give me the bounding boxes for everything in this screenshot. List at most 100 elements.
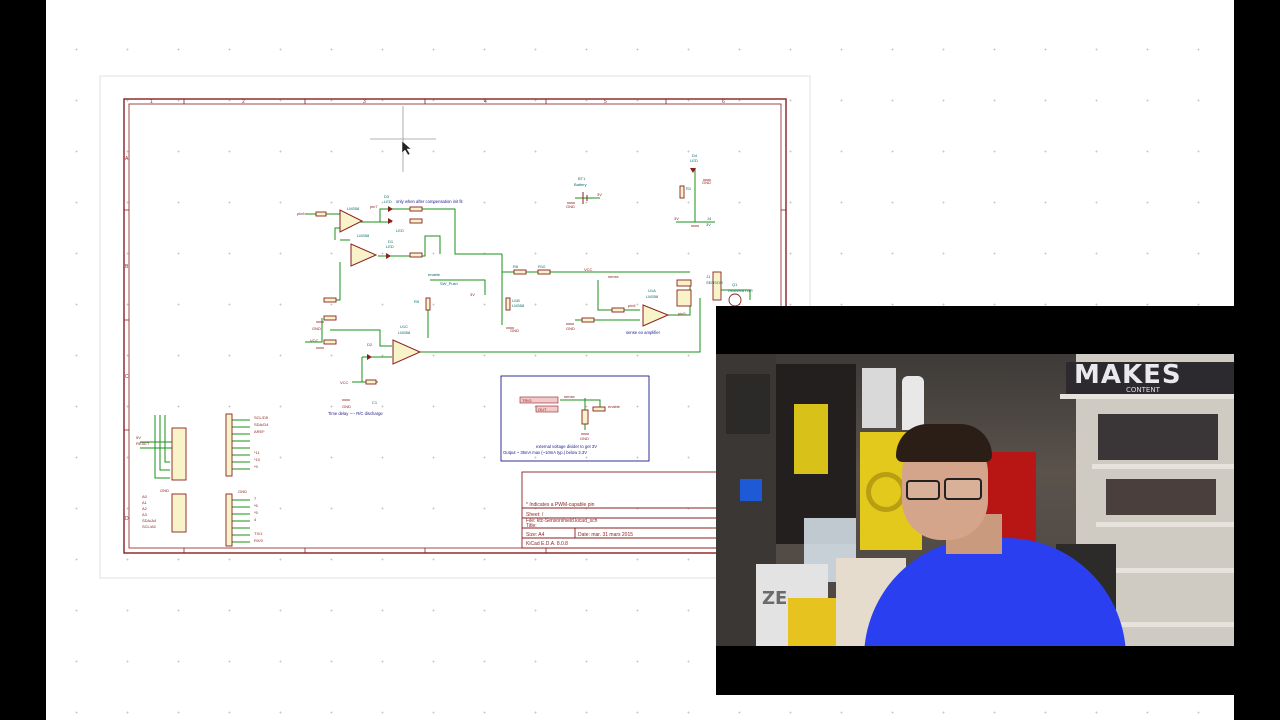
svg-text:5V: 5V xyxy=(136,435,141,440)
svg-text:D1: D1 xyxy=(388,239,394,244)
svg-text:D3: D3 xyxy=(384,194,390,199)
title-block-kicad: KiCad E.D.A. 8.0.8 xyxy=(526,541,568,547)
svg-text:LM358: LM358 xyxy=(398,330,411,335)
title-block-sheet: Sheet: / xyxy=(526,512,544,518)
svg-text:A3: A3 xyxy=(142,512,148,517)
svg-text:*9: *9 xyxy=(254,464,259,469)
svg-text:SENSOR: SENSOR xyxy=(706,280,723,285)
svg-text:LED: LED xyxy=(386,244,394,249)
svg-text:*10: *10 xyxy=(254,457,261,462)
banner-subtext: CONTENT xyxy=(1126,386,1160,394)
svg-text:LED: LED xyxy=(690,158,698,163)
svg-text:GND: GND xyxy=(160,488,169,493)
battery-symbol xyxy=(582,192,588,204)
frame-col-3: 3 xyxy=(363,99,366,105)
svg-text:GND: GND xyxy=(566,204,575,209)
svg-text:J1: J1 xyxy=(706,274,711,279)
frame-row-c: C xyxy=(125,374,129,380)
svg-text:GND: GND xyxy=(238,489,247,494)
svg-text:SCL/D5: SCL/D5 xyxy=(254,415,269,420)
svg-text:pin6: pin6 xyxy=(628,303,636,308)
svg-text:D2: D2 xyxy=(367,342,373,347)
time-delay-note: Time delay ---- R/C discharge xyxy=(328,411,383,416)
title-block-file: File: ktc-Sensorshield.kicad_sch xyxy=(526,518,598,524)
mouse-pointer-icon xyxy=(401,140,412,156)
title-block-note: * Indicates a PWM-capable pin xyxy=(526,502,595,508)
svg-text:GND: GND xyxy=(702,180,711,185)
svg-text:BT1: BT1 xyxy=(578,176,586,181)
svg-text:*6: *6 xyxy=(254,503,259,508)
svg-text:VCC: VCC xyxy=(340,380,349,385)
svg-text:7: 7 xyxy=(254,496,257,501)
box-text: ZE xyxy=(762,588,788,609)
svg-text:VCC: VCC xyxy=(584,267,593,272)
svg-text:U1A: U1A xyxy=(648,288,656,293)
arduino-connectors xyxy=(171,413,233,547)
svg-text:pin5: pin5 xyxy=(678,311,686,316)
frame-row-d: D xyxy=(125,516,129,522)
banner: MAKES CONTENT xyxy=(1066,360,1234,394)
webcam-overlay: MAKES CONTENT ZE xyxy=(716,306,1234,695)
svg-text:A0: A0 xyxy=(142,494,148,499)
component-symbols xyxy=(315,185,692,425)
crosshair-cursor-icon xyxy=(370,106,436,172)
svg-text:3V: 3V xyxy=(597,192,602,197)
svg-text:OUT: OUT xyxy=(538,407,547,412)
external-note-box xyxy=(500,375,650,462)
svg-text:SDA/A4: SDA/A4 xyxy=(142,518,157,523)
svg-text:LM358: LM358 xyxy=(347,206,360,211)
title-block-date: Date: mar. 31 mars 2015 xyxy=(578,532,633,538)
page-outline xyxy=(99,75,811,579)
svg-text:Battery: Battery xyxy=(574,182,587,187)
ground-symbols xyxy=(316,179,711,435)
svg-text:pin6: pin6 xyxy=(297,211,305,216)
connector-right xyxy=(712,271,722,301)
svg-text:R6: R6 xyxy=(513,264,519,269)
svg-text:*5: *5 xyxy=(254,510,259,515)
title-block-size: Size: A4 xyxy=(526,532,545,538)
svg-text:A2: A2 xyxy=(142,506,148,511)
frame-col-4: 4 xyxy=(484,99,487,105)
banner-text: MAKES xyxy=(1074,360,1182,390)
external-divider-note: external voltage divider to get 3V xyxy=(536,444,597,449)
opamp-symbols xyxy=(339,209,670,365)
svg-text:U1B: U1B xyxy=(512,298,520,303)
svg-text:GND: GND xyxy=(580,436,589,441)
frame-row-b: B xyxy=(125,264,129,270)
svg-text:3V: 3V xyxy=(706,222,711,227)
frame-col-2: 2 xyxy=(242,99,245,105)
current-note: Output ~ 35mA max (~10mA typ.) below 3.3… xyxy=(503,450,587,455)
svg-text:LM358: LM358 xyxy=(512,303,525,308)
svg-text:sense: sense xyxy=(608,274,619,279)
svg-text:SW_Push: SW_Push xyxy=(440,281,458,286)
svg-text:RESET: RESET xyxy=(136,441,150,446)
sense-amp-note: sense eo amplifier xyxy=(626,330,661,335)
svg-text:C1: C1 xyxy=(372,400,378,405)
title-block-title: Title: xyxy=(526,523,537,529)
svg-text:D4: D4 xyxy=(692,153,698,158)
frame-col-5: 5 xyxy=(604,99,607,105)
svg-text:SDA/D4: SDA/D4 xyxy=(254,422,269,427)
svg-text:GND: GND xyxy=(566,326,575,331)
svg-text:A1: A1 xyxy=(142,500,148,505)
svg-text:TRIG: TRIG xyxy=(522,398,532,403)
svg-text:SCL/A5: SCL/A5 xyxy=(142,524,157,529)
svg-text:enable: enable xyxy=(608,404,621,409)
svg-text:pin7: pin7 xyxy=(370,204,378,209)
svg-text:GND: GND xyxy=(510,328,519,333)
svg-text:sense: sense xyxy=(564,394,575,399)
svg-text:*11: *11 xyxy=(254,450,260,455)
drawing-frame xyxy=(123,98,787,554)
frame-col-1: 1 xyxy=(150,99,153,105)
svg-text:LED: LED xyxy=(396,228,404,233)
svg-text:LM358: LM358 xyxy=(646,294,659,299)
webcam-scene: MAKES CONTENT ZE xyxy=(716,354,1234,646)
svg-text:VCC: VCC xyxy=(310,338,319,343)
transistor-symbol xyxy=(728,293,742,307)
svg-text:enable: enable xyxy=(428,272,441,277)
led-symbols xyxy=(367,168,696,360)
svg-text:RX/0: RX/0 xyxy=(254,538,264,543)
svg-text:4: 4 xyxy=(254,517,257,522)
svg-text:Q1: Q1 xyxy=(732,282,738,287)
